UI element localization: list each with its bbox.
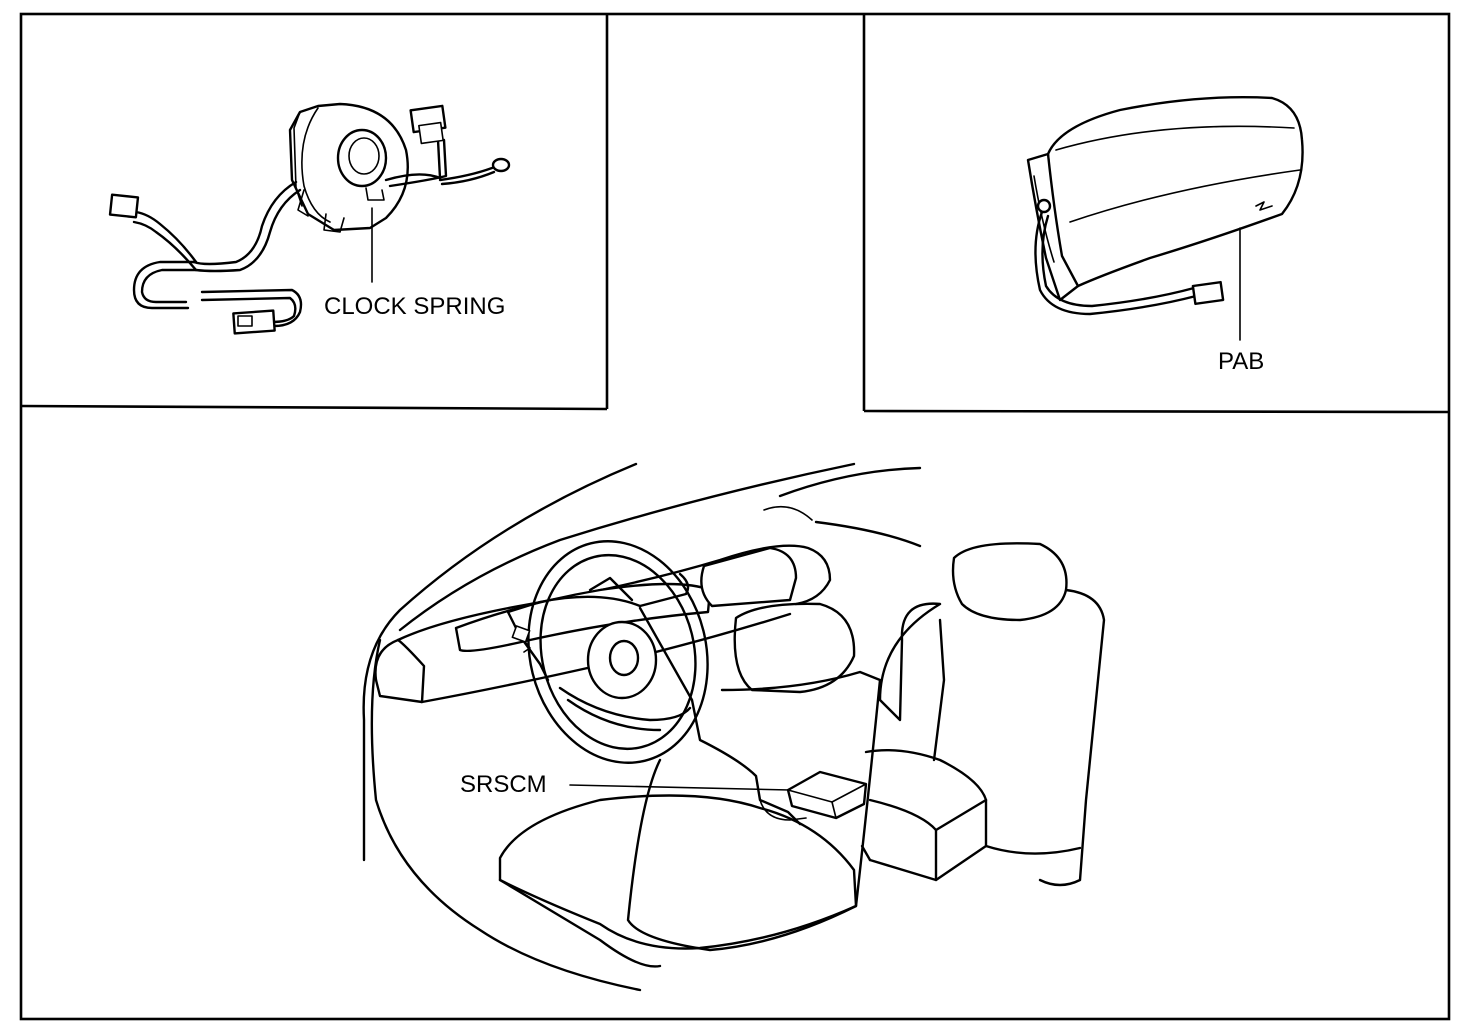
vehicle-interior-illustration [362,462,1106,992]
pab-label: PAB [1218,348,1264,375]
panel-frames [19,12,1451,1021]
clock-spring-panel-bottom-border [20,404,608,411]
pab-panel-bottom-border [863,409,1450,414]
outer-frame [19,12,1451,1021]
pab-illustration [1026,96,1304,341]
srscm-label: SRSCM [460,771,547,798]
clock-spring-label: CLOCK SPRING [324,293,505,320]
clock-spring-illustration [108,102,511,335]
